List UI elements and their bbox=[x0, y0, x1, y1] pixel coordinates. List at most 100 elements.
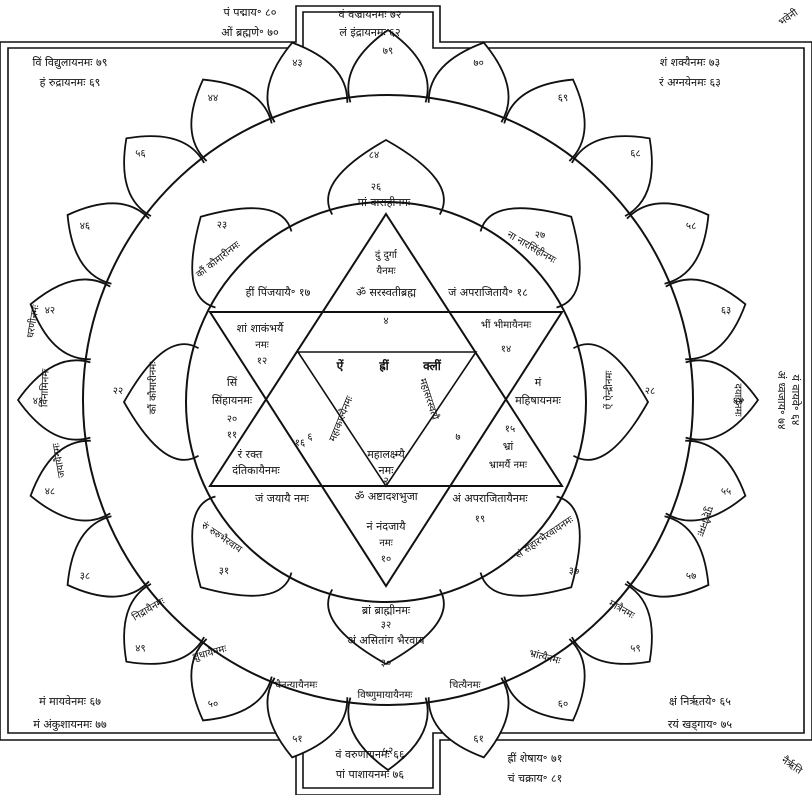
hex-ll-2: रं रक्त bbox=[238, 448, 263, 461]
outer-petal bbox=[123, 135, 205, 217]
hex-ur-1: भीं भीमायैनमः bbox=[481, 319, 532, 331]
hex-bottom-tri-2: नमः bbox=[379, 538, 394, 549]
inner-circle bbox=[185, 201, 587, 603]
seed-syllable-aim: ऐं bbox=[336, 359, 345, 373]
outer-petal bbox=[503, 78, 586, 162]
hex-num-sixteen: १६ bbox=[295, 438, 305, 449]
inner-petal-tl-num: २३ bbox=[217, 220, 227, 231]
outer-circle bbox=[82, 94, 694, 706]
outer-petal bbox=[665, 439, 747, 522]
outer-petal-number: ४२ bbox=[45, 305, 55, 316]
hex-ll-3: दंतिकायैनमः bbox=[232, 464, 280, 477]
gate-top-left-line2: ओं ब्रह्मणे॰ ७० bbox=[221, 26, 279, 39]
outer-petal-number: ५६ bbox=[135, 149, 145, 160]
petal-name-left-mid: विनामिनमः bbox=[38, 368, 51, 408]
inner-petal bbox=[327, 138, 445, 216]
outer-petal-number: ५८ bbox=[686, 221, 696, 232]
hex-ur-2: १४ bbox=[501, 344, 511, 355]
outer-petal-number: ४१ bbox=[33, 396, 43, 407]
center-num-seven: ७ bbox=[455, 432, 460, 443]
gate-top-left-line1: पं पद्माय॰ ८० bbox=[224, 6, 277, 19]
gate-bottom-right-line1: ह्रीं शेषाय॰ ७१ bbox=[508, 752, 563, 765]
corner-bottom-right-line1: क्षं निर्ऋतये॰ ६५ bbox=[669, 695, 731, 708]
outer-petal bbox=[29, 439, 111, 522]
inner-petal bbox=[191, 207, 293, 309]
inner-petal-b-num: ३२ bbox=[381, 620, 391, 631]
outer-petal bbox=[427, 41, 510, 123]
outer-petal-number: ६८ bbox=[630, 149, 640, 160]
outer-petal-ring: ७९७०६९६८५८६३६४५५५७५९६०६१५२५१५०४९३८४८४१४२… bbox=[16, 28, 760, 772]
outer-petal-number: ५९ bbox=[630, 643, 640, 654]
hex-num-four: ४ bbox=[383, 316, 388, 327]
inner-petal-b-name: ब्रां ब्राह्मीनमः bbox=[362, 604, 411, 617]
hex-bottom-tri-3: १० bbox=[381, 554, 391, 565]
outer-petal bbox=[266, 41, 349, 123]
petal-name-left-upper: धरणीनमः bbox=[24, 303, 42, 339]
outer-petal bbox=[665, 278, 747, 361]
inner-petal bbox=[191, 495, 293, 597]
inner-petal bbox=[327, 588, 445, 666]
inner-petal bbox=[572, 343, 650, 461]
inner-petal-b-num2: ३० bbox=[381, 658, 391, 669]
inner-petal-tr-num: २७ bbox=[535, 230, 545, 241]
inner-petal-top-num: ८४ bbox=[369, 150, 379, 161]
hex-top-right: जं अपराजितायै॰ १८ bbox=[448, 286, 528, 299]
inner-petal-r-num: २८ bbox=[645, 386, 655, 397]
petal-name-bottom-c2: विष्णुमायायैनमः bbox=[358, 689, 414, 701]
outer-petal bbox=[16, 359, 91, 441]
outer-petal bbox=[123, 583, 205, 665]
inner-petal-top-num2: २६ bbox=[371, 182, 381, 193]
inner-petal-r-name: ऐं ऐन्द्रीनमः bbox=[603, 370, 615, 410]
hex-lr-2: भ्रां bbox=[503, 440, 514, 453]
outer-petal-number: ४८ bbox=[45, 487, 55, 498]
hex-left-2: सिंहायनमः bbox=[212, 394, 253, 407]
gate-right-line1: यं वायवे॰ ६४ bbox=[789, 375, 802, 426]
outer-petal bbox=[266, 677, 349, 759]
outer-petal-number: ५७ bbox=[686, 571, 696, 582]
outer-petal-number: ४६ bbox=[80, 221, 90, 232]
outer-petal bbox=[66, 515, 150, 598]
corner-top-right-line2: रं अग्नयेनमः ६३ bbox=[659, 76, 721, 89]
seed-syllable-klim: क्लीं bbox=[422, 358, 442, 373]
outer-petal-number: ५५ bbox=[721, 487, 731, 498]
center-num-two: २ bbox=[383, 476, 388, 487]
downward-triangle bbox=[208, 311, 564, 588]
petal-name-right-low: दयायैनमः bbox=[732, 383, 744, 417]
hex-top-tri-2: यैनमः bbox=[376, 265, 396, 277]
outer-petal-number: ५१ bbox=[292, 734, 302, 745]
petal-name-bottom-r1: चित्यैनमः bbox=[449, 679, 481, 691]
outer-petal-number: ५० bbox=[208, 699, 218, 710]
outer-petal bbox=[190, 638, 273, 722]
gate-right-line2: अं ध्वजाय॰ ७४ bbox=[775, 370, 788, 429]
hex-top-left: हीं पिंजयायै॰ १७ bbox=[246, 286, 311, 299]
inner-center-triangle bbox=[296, 351, 478, 488]
inner-petal-top-name: पां वाराहीनमः bbox=[358, 196, 411, 209]
corner-bottom-left-line2: मं अंकुशायनमः ७७ bbox=[33, 718, 107, 731]
outer-petal bbox=[66, 202, 150, 285]
gate-bottom-right-line2: चं चक्राय॰ ८१ bbox=[508, 772, 563, 785]
hex-right-2: महिषायनमः bbox=[515, 394, 562, 407]
inner-petal-l-num: २२ bbox=[113, 386, 123, 397]
inner-petal bbox=[122, 343, 200, 461]
gate-bottom-line1: वं वरुणायनमः ६६ bbox=[335, 748, 405, 761]
hex-ul-2: नमः bbox=[255, 340, 270, 351]
hex-ul-1: शां शाकंभर्यै bbox=[237, 322, 285, 335]
hex-left-1: सिं bbox=[227, 376, 238, 389]
hex-bottom-left: जं जयायै नमः bbox=[255, 492, 310, 505]
outer-petal bbox=[347, 697, 429, 772]
inner-petal bbox=[479, 495, 581, 597]
corner-top-right-line1: शं शक्यैनमः ७३ bbox=[660, 56, 721, 69]
hex-bottom-tri-1: नं नंदजायै bbox=[367, 520, 407, 533]
hex-lr-3: भ्रामर्यै नमः bbox=[489, 459, 528, 471]
corner-top-left-line1: विं विद्युलायनमः ७९ bbox=[33, 56, 108, 69]
outer-petal bbox=[503, 638, 586, 722]
hex-lr-1: १५ bbox=[505, 424, 515, 435]
outer-petal-number: ७९ bbox=[383, 46, 393, 57]
hex-ll-1: ११ bbox=[227, 430, 237, 441]
bhupura-outer-frame bbox=[0, 5, 812, 795]
outer-petal-number: ६३ bbox=[721, 305, 731, 316]
petal-name-bottom-c1: चैनन्यायैनमः bbox=[275, 679, 319, 691]
corner-bottom-right-line2: रयं खड्गाय॰ ७५ bbox=[668, 718, 733, 731]
hex-bottom-center: ॐ अष्टादशभुजा bbox=[354, 490, 417, 503]
